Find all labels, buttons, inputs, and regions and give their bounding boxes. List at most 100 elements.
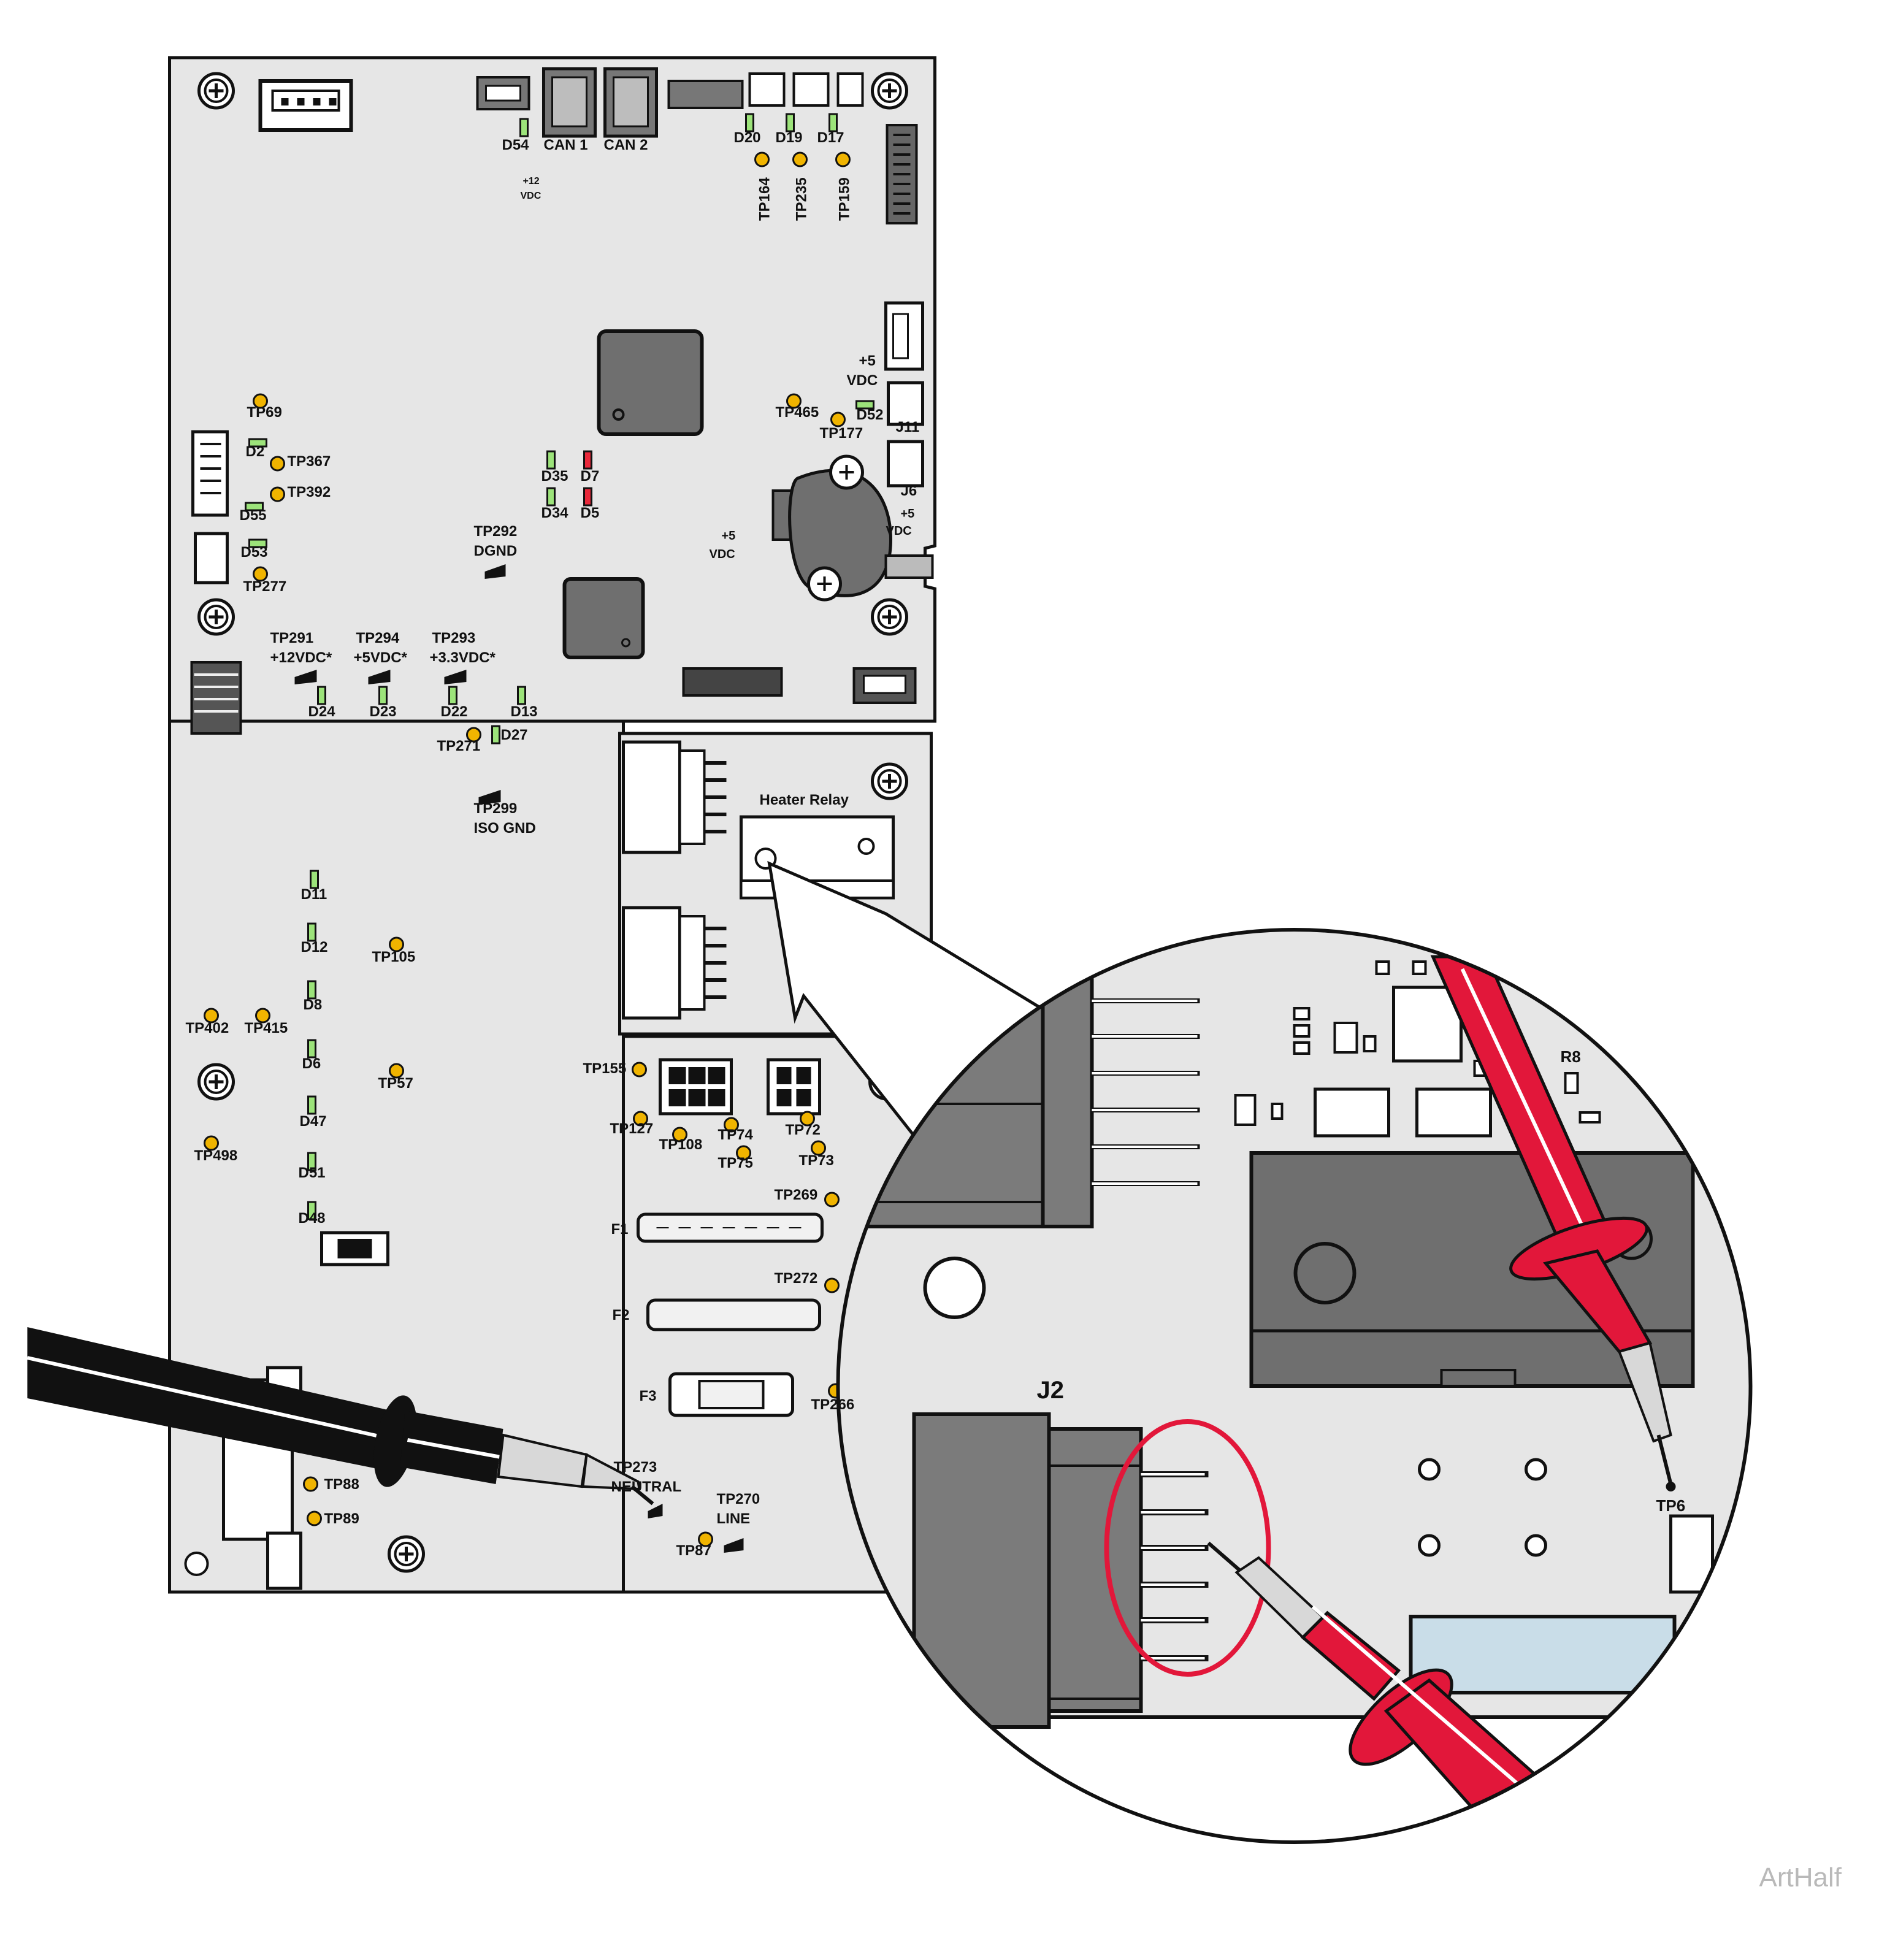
test-point-label: TP108 <box>659 1136 703 1153</box>
test-point-label: TP89 <box>324 1510 359 1527</box>
voltage-label: VDC <box>521 191 541 201</box>
test-point-label: TP266 <box>811 1396 855 1413</box>
test-point-label: TP88 <box>324 1476 359 1493</box>
power-connectors <box>659 1058 821 1116</box>
test-point-label: TP277 <box>243 578 287 595</box>
led-label: D12 <box>301 939 328 955</box>
test-point-role: +3.3VDC* <box>430 649 496 666</box>
voltage-label: +5 <box>901 507 915 521</box>
voltage-label: VDC <box>710 548 735 561</box>
test-point-label: TP291 <box>270 630 314 646</box>
screw-icon <box>199 74 234 108</box>
test-point-label: TP155 <box>583 1060 627 1077</box>
left-connectors <box>190 430 389 1266</box>
test-point-label: TP87 <box>676 1542 711 1559</box>
led-label: D52 <box>857 407 884 423</box>
led-label: D13 <box>511 703 538 720</box>
led-label: D8 <box>304 997 323 1013</box>
test-point-label: TP292 <box>474 523 518 540</box>
test-point-label: TP159 <box>836 177 853 221</box>
screw-icon <box>199 600 234 634</box>
fuse-label: F2 <box>613 1307 630 1323</box>
led-label: D7 <box>581 468 600 484</box>
test-point-label: TP235 <box>794 177 810 221</box>
ic-chips <box>562 329 704 659</box>
led-label: D24 <box>308 703 336 720</box>
led-label: D19 <box>776 129 803 146</box>
led-label: D34 <box>541 505 569 521</box>
test-point-label: TP498 <box>194 1147 238 1164</box>
test-point-label: TP269 <box>775 1187 818 1203</box>
led-label: D23 <box>370 703 397 720</box>
test-point-role: +12VDC* <box>270 649 332 666</box>
led-label: D2 <box>246 443 265 460</box>
test-point-label: TP367 <box>288 453 331 470</box>
fuse-label: F3 <box>640 1388 657 1404</box>
test-point-label: TP465 <box>776 404 819 421</box>
connector-label: J2 <box>1037 1377 1065 1404</box>
test-point-label: TP69 <box>247 404 282 421</box>
led-label: D53 <box>241 544 268 561</box>
resistor-label: R8 <box>1561 1047 1581 1066</box>
led-label: D6 <box>302 1055 321 1072</box>
test-point-label: TP72 <box>786 1122 821 1138</box>
test-point-label: TP73 <box>799 1152 834 1169</box>
led-label: D47 <box>300 1113 327 1130</box>
test-point-role: LINE <box>717 1510 751 1527</box>
voltage-label: +5 <box>722 529 736 543</box>
right-connectors <box>682 301 924 704</box>
test-point-label: TP74 <box>718 1127 754 1143</box>
test-point-label: TP402 <box>186 1020 229 1036</box>
can2-label: CAN 2 <box>604 137 648 153</box>
screw-icon <box>873 74 907 108</box>
test-point-role: +5VDC* <box>354 649 408 666</box>
led-label: D35 <box>541 468 568 484</box>
test-point-role: ISO GND <box>474 820 536 836</box>
led-label: D20 <box>734 129 761 146</box>
pressure-sensor <box>771 454 934 602</box>
led-label: D27 <box>501 727 528 743</box>
watermark: ArtHalf <box>1759 1862 1842 1893</box>
test-point-label: TP392 <box>288 484 331 500</box>
test-point-label: TP271 <box>437 738 481 754</box>
test-point-label: TP272 <box>775 1270 818 1287</box>
test-point-label: TP293 <box>432 630 476 646</box>
test-point-label: TP57 <box>378 1075 413 1092</box>
led-indicators <box>245 113 874 1220</box>
test-point-label: TP294 <box>356 630 400 646</box>
led-label: D17 <box>817 129 844 146</box>
voltage-label: +5 <box>859 353 876 369</box>
black-probe <box>26 1327 654 1506</box>
test-point-label: TP177 <box>820 425 863 442</box>
voltage-label: VDC <box>847 372 878 389</box>
test-point-role: NEUTRAL <box>611 1479 682 1495</box>
labels: D54 D20 D19 D17 CAN 1 CAN 2 +12 VDC TP16… <box>186 129 1842 1893</box>
test-point-dots <box>204 151 851 1547</box>
led-label: D54 <box>502 137 530 153</box>
can1-label: CAN 1 <box>544 137 588 153</box>
voltage-label: +12 <box>523 176 540 186</box>
screw-icon <box>199 1065 234 1099</box>
fuses <box>637 1212 824 1417</box>
led-label: D51 <box>299 1165 326 1181</box>
pad-test-points <box>294 564 744 1553</box>
test-point-label: TP127 <box>610 1120 654 1137</box>
led-label: D5 <box>581 505 600 521</box>
heater-relay-label: Heater Relay <box>760 792 849 808</box>
top-connectors <box>258 67 918 224</box>
led-label: D55 <box>240 507 267 524</box>
voltage-label: VDC <box>886 524 912 538</box>
led-label: D11 <box>301 886 327 903</box>
test-point-label: TP6 <box>1656 1496 1686 1515</box>
test-point-label: TP299 <box>474 800 518 817</box>
test-point-label: TP75 <box>718 1155 753 1171</box>
screw-icon <box>873 600 907 634</box>
test-point-label: TP164 <box>757 177 773 221</box>
fuse-label: F1 <box>611 1221 629 1238</box>
connector-label: J6 <box>901 483 917 499</box>
screw-icon <box>389 1537 424 1571</box>
test-point-role: DGND <box>474 543 518 559</box>
test-point-label: TP273 <box>614 1459 657 1476</box>
connector-label: J11 <box>896 419 920 435</box>
